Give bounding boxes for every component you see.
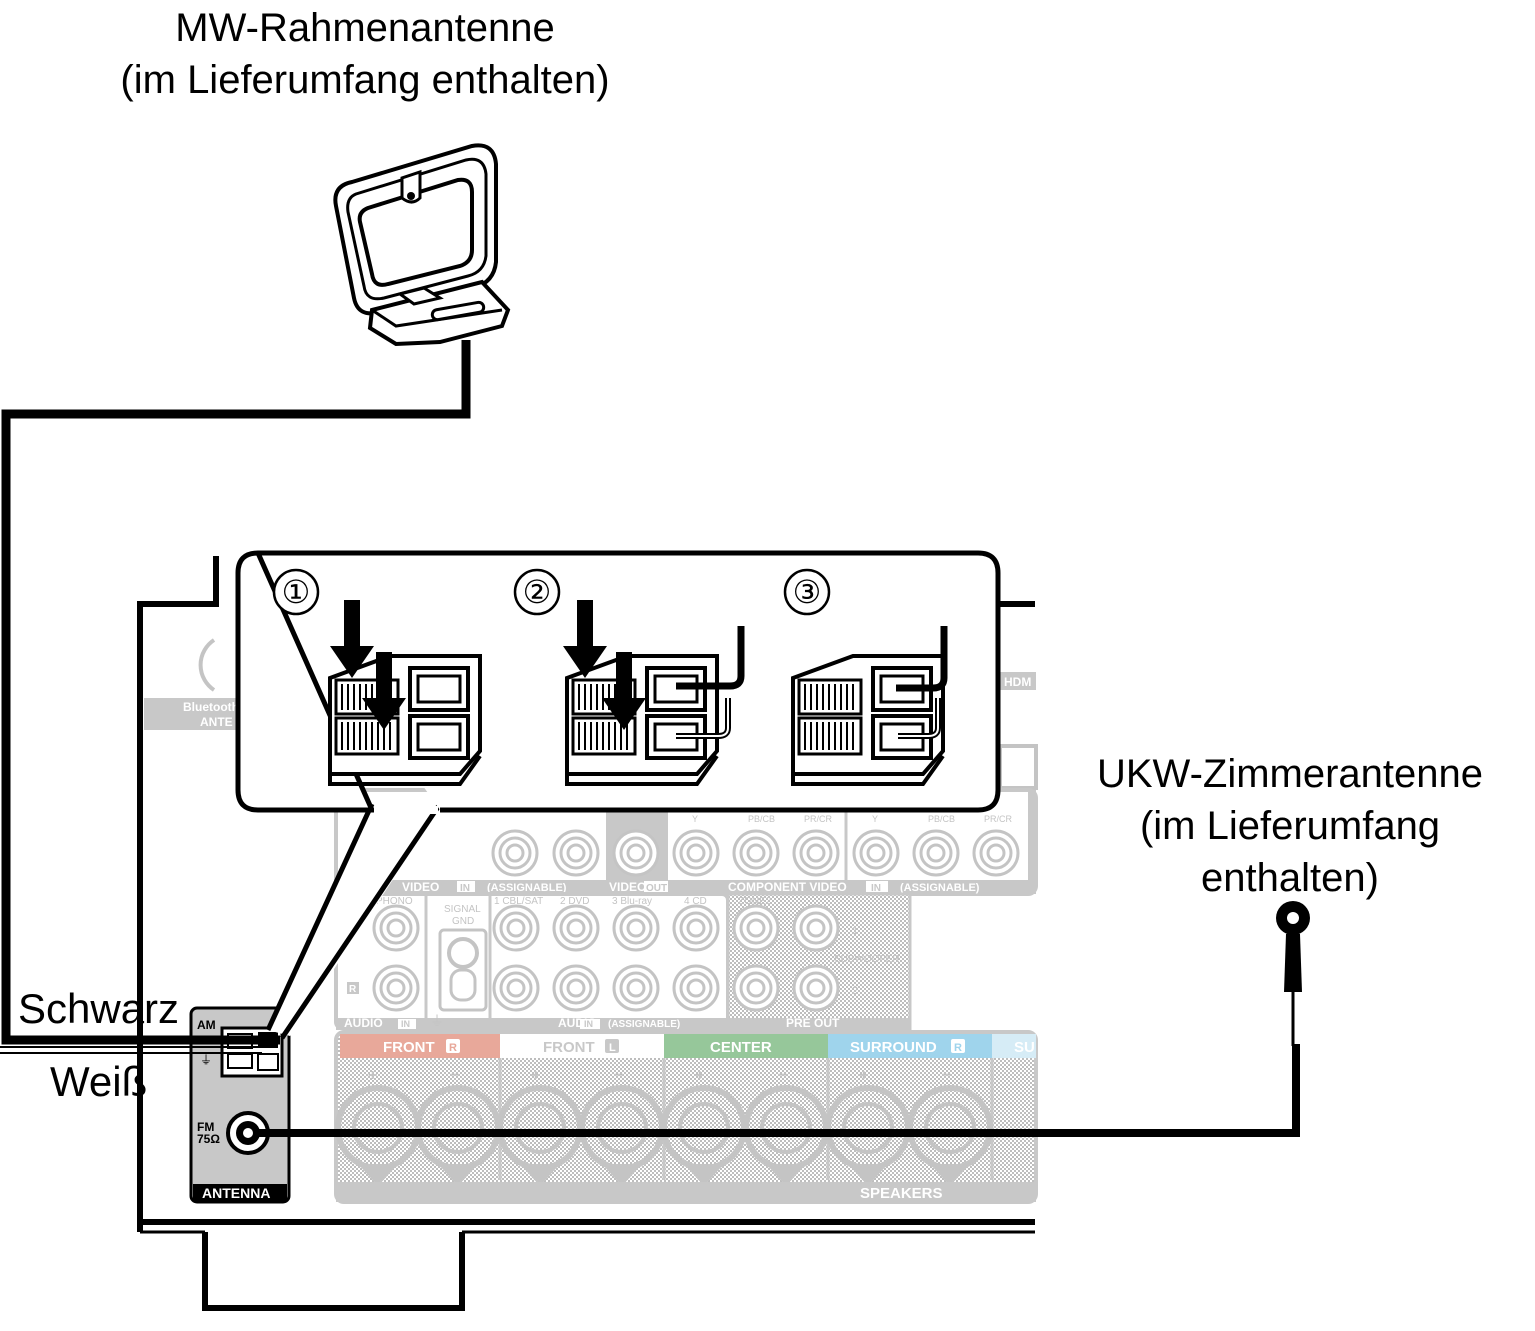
front-l-label: FRONT [543,1039,595,1056]
bluetooth-antenna-label: ANTE [200,715,233,729]
am-label: AM [197,1018,216,1032]
zone2-label: ZONE2 [738,896,772,907]
svg-text:IN: IN [584,1019,593,1029]
svg-text:(ASSIGNABLE): (ASSIGNABLE) [900,882,980,894]
step-2-terminal [565,654,719,786]
fm-ohm-label: 75Ω [197,1132,220,1146]
svg-text:2: 2 [852,985,858,997]
svg-text:1 CBL/SAT: 1 CBL/SAT [494,896,543,907]
svg-text:SU: SU [1014,1039,1035,1056]
svg-text:+: + [859,1067,868,1084]
pre-out-label: PRE OUT [786,1016,840,1030]
mw-antenna-subtitle: (im Lieferumfang enthalten) [120,58,610,102]
svg-text:2 DVD: 2 DVD [560,896,589,907]
wire-black-label: Schwarz [18,985,180,1032]
svg-text:+: + [531,1067,540,1084]
step-1-number: ① [282,574,311,610]
svg-text:⏚: ⏚ [430,1013,444,1029]
hdmi-label: HDM [1004,675,1031,689]
svg-text:−: − [942,1067,951,1084]
antenna-label: ANTENNA [202,1185,270,1201]
fm-label: FM [197,1120,214,1134]
svg-text:OUT: OUT [646,883,667,894]
ukw-antenna-subtitle-1: (im Lieferumfang [1139,804,1441,848]
video-in-label: VIDEO [402,880,439,894]
ukw-antenna-subtitle-2: enthalten) [1201,856,1379,900]
wire-white-label: Weiß [50,1058,148,1105]
front-r-band [340,1034,500,1058]
svg-text:IN: IN [401,1019,410,1029]
front-r-label: FRONT [383,1039,435,1056]
step-2-number: ② [523,574,552,610]
svg-text:IN: IN [460,883,470,894]
svg-text:4 CD: 4 CD [684,896,707,907]
svg-text:+: + [368,1067,377,1084]
ukw-antenna-title: UKW-Zimmerantenne [1096,752,1484,796]
center-label: CENTER [710,1039,772,1056]
svg-text:−: − [450,1067,459,1084]
svg-text:⏚: ⏚ [200,1053,212,1067]
phono-label: PHONO [376,896,413,907]
svg-text:(ASSIGNABLE): (ASSIGNABLE) [608,1019,680,1030]
video-out-label: VIDEO [609,880,646,894]
svg-text:R: R [954,1042,962,1054]
svg-text:−: − [778,1067,787,1084]
bluetooth-antenna-band [144,698,240,730]
bluetooth-label: Bluetooth [183,700,239,714]
svg-text:PB/CB: PB/CB [928,814,955,824]
surround-r-label: SURROUND [850,1039,937,1056]
step-3-number: ③ [793,574,822,610]
ukw-antenna-label: UKW-Zimmerantenne (im Lieferumfang entha… [1060,748,1520,904]
svg-text:PB/CB: PB/CB [748,814,775,824]
step-3-terminal [791,654,945,786]
signal-gnd-label: SIGNAL [444,904,481,915]
svg-text:+: + [695,1067,704,1084]
svg-text:IN: IN [871,883,881,894]
svg-text:PR/CR: PR/CR [804,814,833,824]
mw-antenna-cable [0,340,471,1054]
svg-text:3 Blu-ray: 3 Blu-ray [612,896,652,907]
subwoofer-label: SUBWOOFER [834,954,900,965]
svg-text:L: L [609,1042,616,1054]
svg-text:(ASSIGNABLE): (ASSIGNABLE) [487,882,567,894]
svg-text:R: R [349,984,357,995]
speakers-label: SPEAKERS [860,1185,943,1202]
center-band [664,1034,828,1058]
svg-text:Y: Y [692,814,698,824]
component-video-label: COMPONENT VIDEO [728,880,847,894]
audio-in-phono-label: AUDIO [344,1016,383,1030]
mw-antenna-label: MW-Rahmenantenne (im Lieferumfang enthal… [60,2,670,106]
svg-text:−: − [614,1067,623,1084]
svg-text:1: 1 [852,925,858,937]
mw-loop-antenna [333,143,511,347]
svg-text:R: R [449,1042,457,1054]
mw-antenna-title: MW-Rahmenantenne [175,6,555,50]
svg-text:Y: Y [872,814,878,824]
svg-text:PR/CR: PR/CR [984,814,1013,824]
ukw-indoor-antenna [258,901,1310,1137]
svg-text:GND: GND [452,916,474,927]
terminal-callout: ① ② ③ [235,550,1001,1040]
